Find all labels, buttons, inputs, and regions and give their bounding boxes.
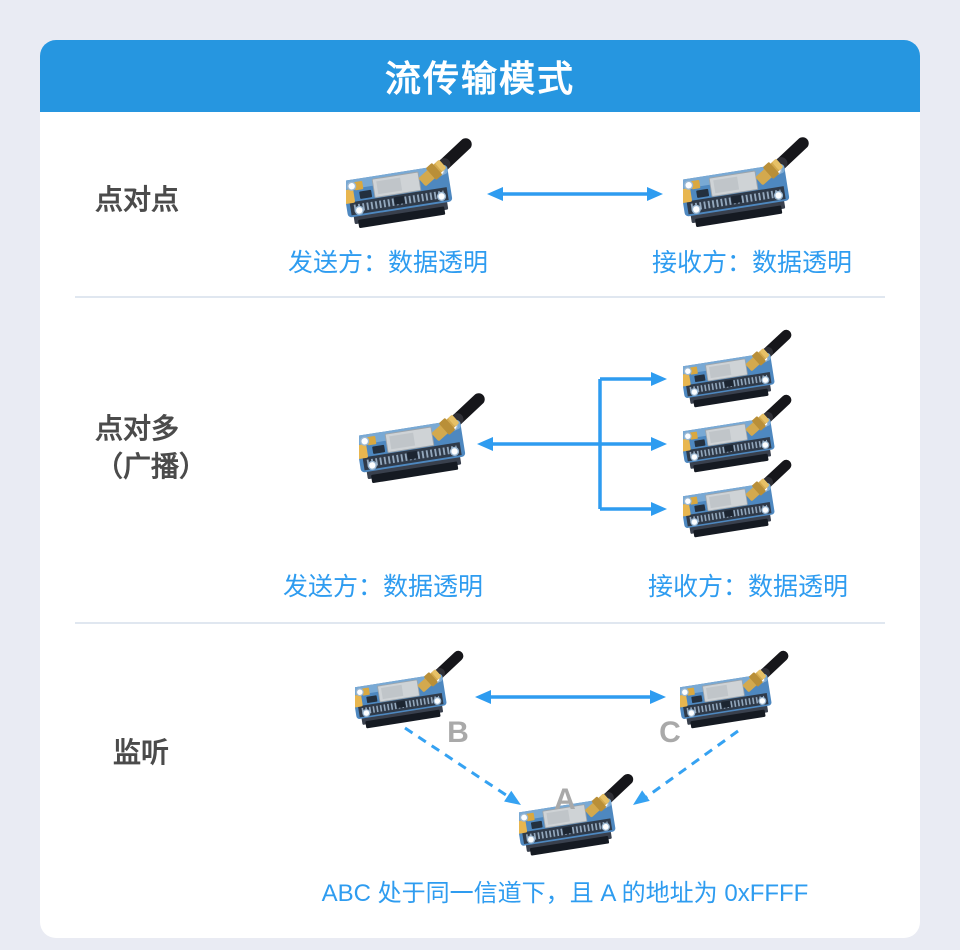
- p2p-sender-caption: 发送方：数据透明: [288, 249, 489, 277]
- section-label-p2m-line2: （广播）: [95, 451, 208, 482]
- card-header: 流传输模式: [40, 40, 920, 112]
- node-letter-a: A: [554, 783, 576, 816]
- node-letter-b: B: [447, 716, 469, 749]
- section-label-p2m-line1: 点对多: [95, 413, 180, 444]
- section-label-p2p: 点对点: [95, 184, 180, 215]
- node-letter-c: C: [659, 716, 681, 749]
- stream-mode-card: 流传输模式 点对点 发送方：数据透明 接收方：数据透明 点对多 （广播）: [40, 40, 920, 938]
- section-divider: [75, 296, 885, 298]
- listen-note: ABC 处于同一信道下，且 A 的地址为 0xFFFF: [321, 880, 809, 907]
- p2p-receiver-caption: 接收方：数据透明: [652, 249, 853, 277]
- lora-module-image: [346, 135, 476, 237]
- broadcast-branch-icon: [477, 372, 667, 516]
- lora-module-image: [683, 457, 795, 545]
- section-label-p2m: 点对多 （广播）: [95, 410, 207, 486]
- double-arrow-icon: [487, 187, 663, 201]
- double-arrow-icon: [475, 690, 666, 704]
- dashed-arrow-icon: [404, 726, 739, 805]
- lora-module-image: [683, 134, 813, 236]
- p2m-sender-caption: 发送方：数据透明: [283, 573, 484, 601]
- page-title: 流传输模式: [384, 58, 575, 99]
- p2m-receiver-caption: 接收方：数据透明: [648, 573, 849, 601]
- section-divider: [75, 622, 885, 624]
- section-label-listen: 监听: [113, 737, 170, 768]
